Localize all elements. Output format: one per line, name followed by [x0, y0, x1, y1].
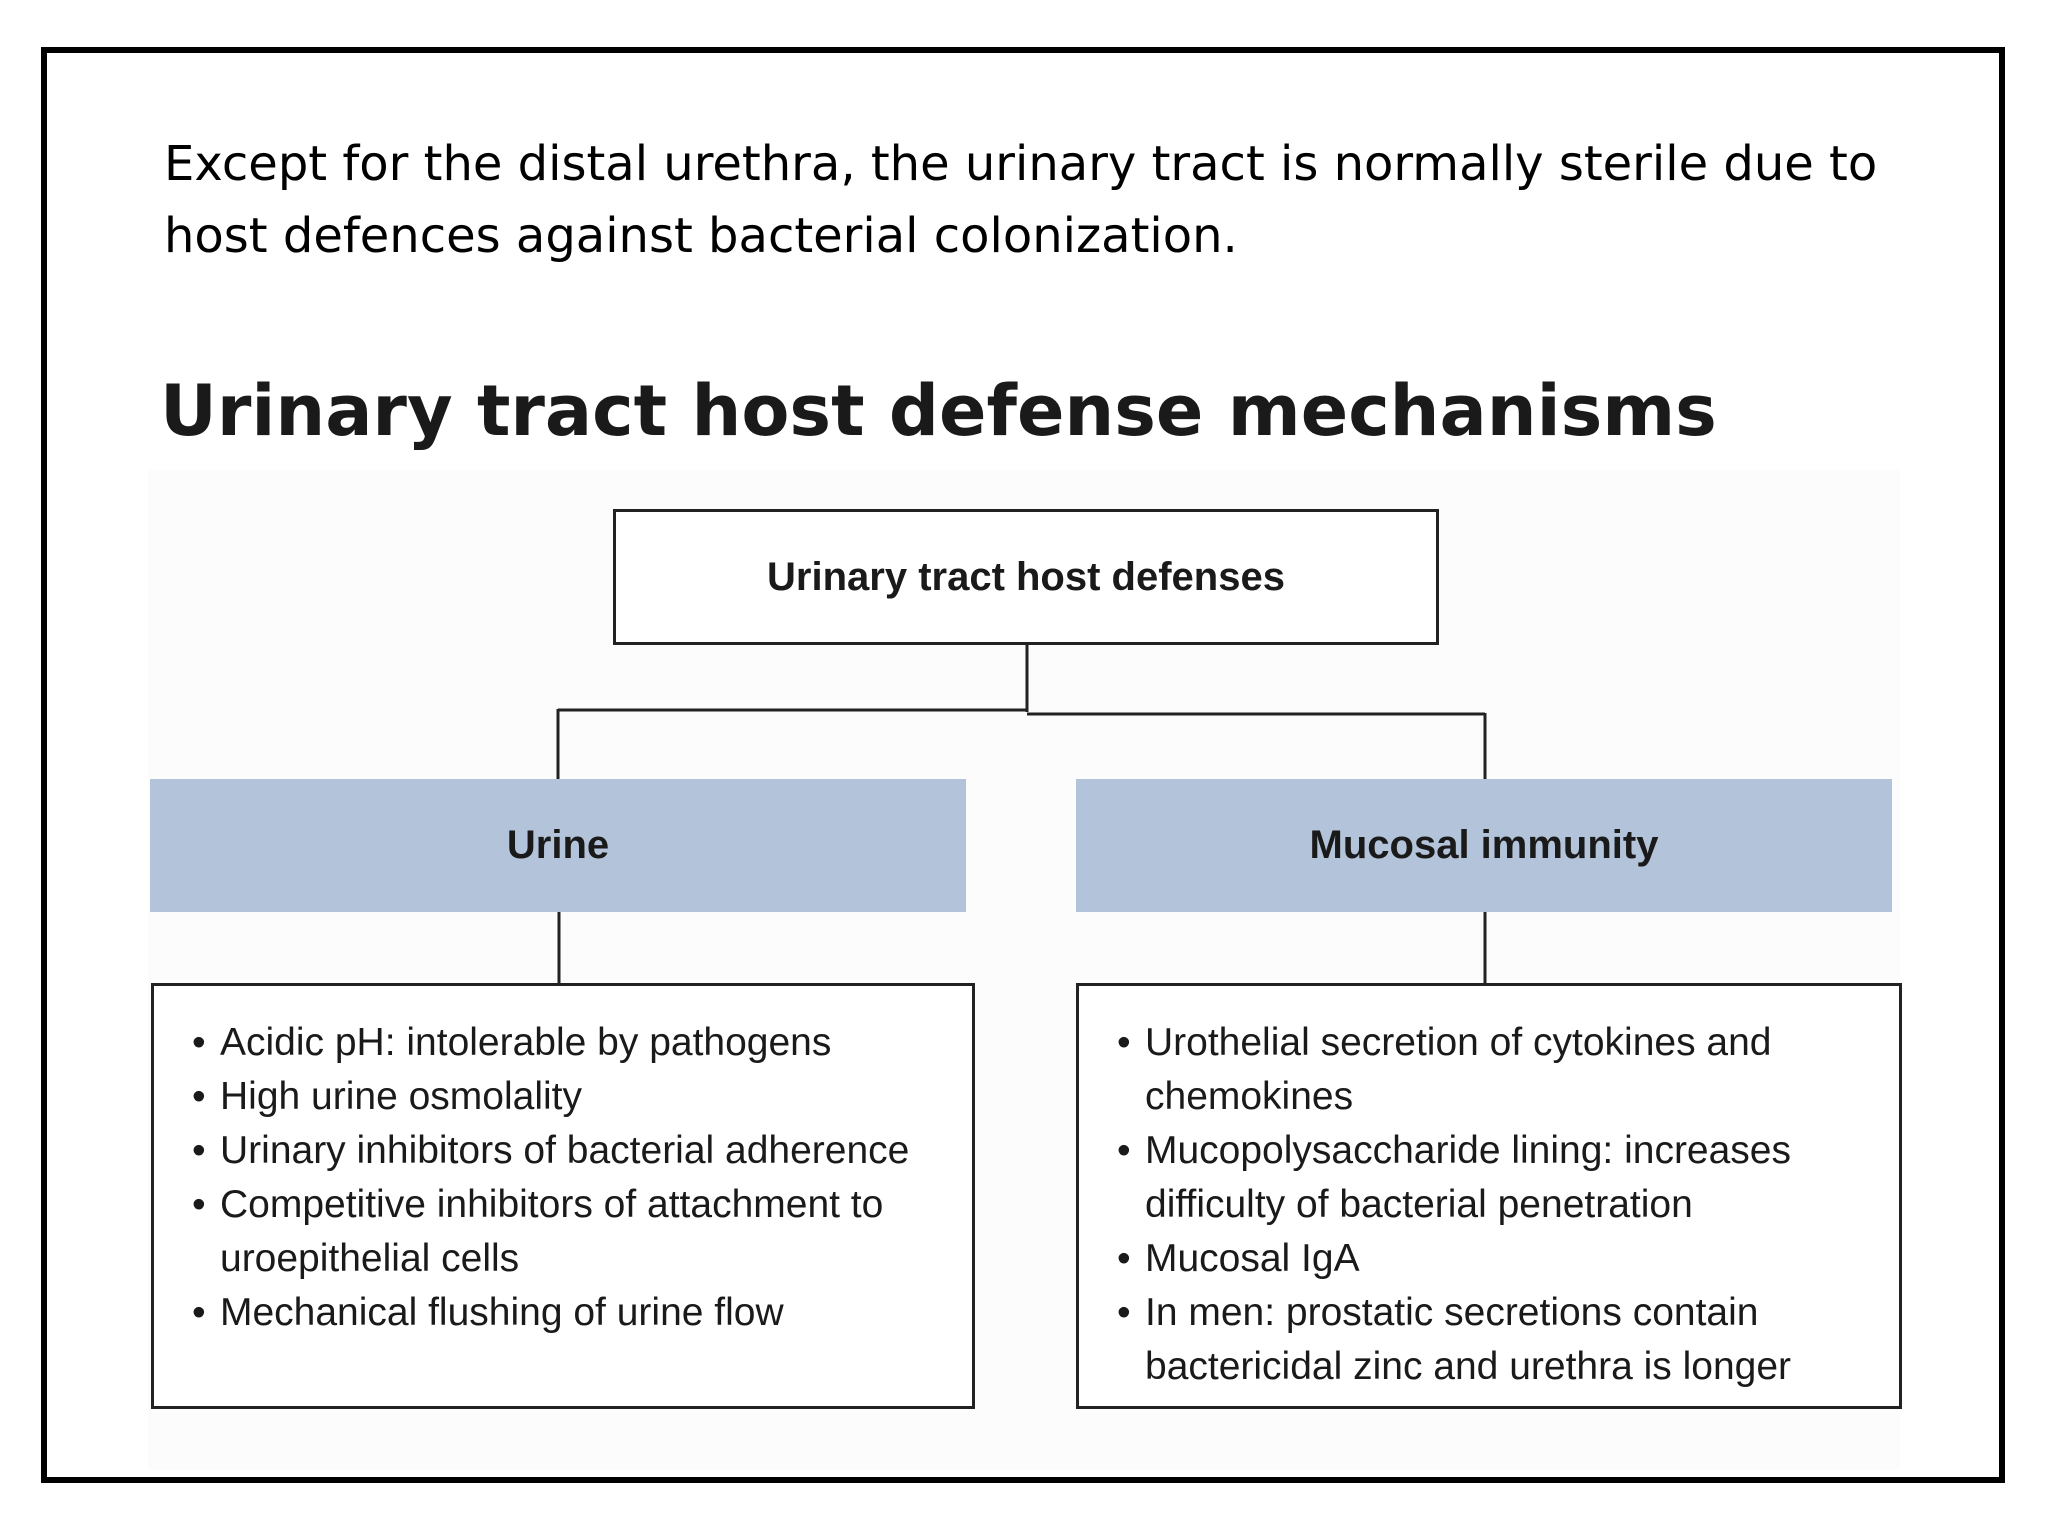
- list-item: Competitive inhibitors of attachment to …: [192, 1178, 948, 1286]
- list-item: Urothelial secretion of cytokines and ch…: [1117, 1016, 1875, 1124]
- list-item: In men: prostatic secretions contain bac…: [1117, 1286, 1875, 1394]
- mucosal-details-box: Urothelial secretion of cytokines and ch…: [1076, 983, 1902, 1409]
- list-item: Acidic pH: intolerable by pathogens: [192, 1016, 948, 1070]
- list-item: Mechanical flushing of urine flow: [192, 1286, 948, 1340]
- list-item: High urine osmolality: [192, 1070, 948, 1124]
- urine-details-box: Acidic pH: intolerable by pathogens High…: [151, 983, 975, 1409]
- list-item: Urinary inhibitors of bacterial adherenc…: [192, 1124, 948, 1178]
- root-node: Urinary tract host defenses: [613, 509, 1439, 645]
- list-item: Mucopolysaccharide lining: increases dif…: [1117, 1124, 1875, 1232]
- intro-text: Except for the distal urethra, the urina…: [164, 136, 1878, 264]
- diagram-title: Urinary tract host defense mechanisms: [160, 370, 1717, 452]
- category-mucosal-immunity: Mucosal immunity: [1076, 779, 1892, 912]
- urine-list: Acidic pH: intolerable by pathogens High…: [192, 1016, 948, 1340]
- list-item: Mucosal IgA: [1117, 1232, 1875, 1286]
- category-urine: Urine: [150, 779, 966, 912]
- mucosal-list: Urothelial secretion of cytokines and ch…: [1117, 1016, 1875, 1394]
